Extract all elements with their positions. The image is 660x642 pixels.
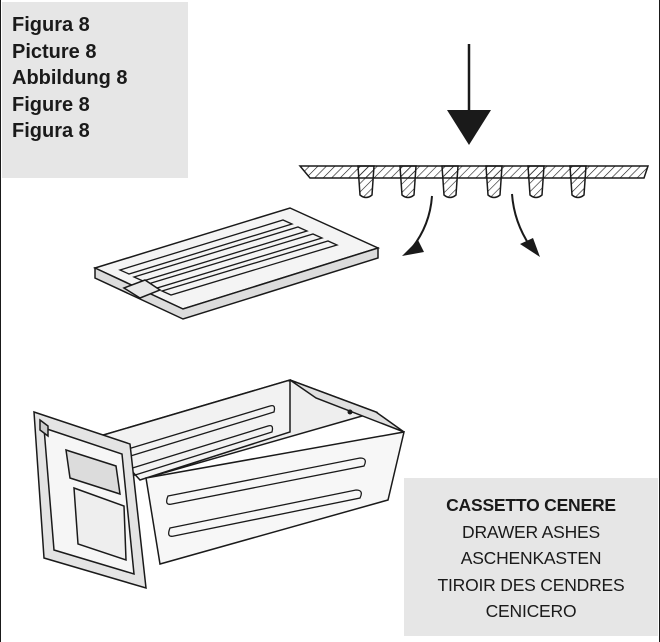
caption-italian: Figura 8 xyxy=(12,14,90,36)
ash-drawer-illustration xyxy=(33,378,405,590)
label-spanish: CENICERO xyxy=(485,601,577,621)
grate-illustration xyxy=(92,207,381,320)
caption-german: Abbildung 8 xyxy=(12,67,128,89)
caption-french: Figure 8 xyxy=(12,93,90,116)
part-label-box: CASSETTO CENERE DRAWER ASHES ASCHENKASTE… xyxy=(404,478,658,636)
caption-spanish: Figura 8 xyxy=(12,120,90,142)
caption-english: Picture 8 xyxy=(12,40,97,63)
label-italian: CASSETTO CENERE xyxy=(446,495,616,515)
grate-cross-section xyxy=(298,165,650,199)
down-arrow-icon xyxy=(447,44,491,145)
curved-arrow-icon xyxy=(402,193,540,257)
label-french: TIROIR DES CENDRES xyxy=(437,574,625,595)
figure-caption-box: Figura 8 Picture 8 Abbildung 8 Figure 8 … xyxy=(2,2,188,178)
label-german: ASCHENKASTEN xyxy=(460,548,602,568)
label-english: DRAWER ASHES xyxy=(462,521,600,542)
